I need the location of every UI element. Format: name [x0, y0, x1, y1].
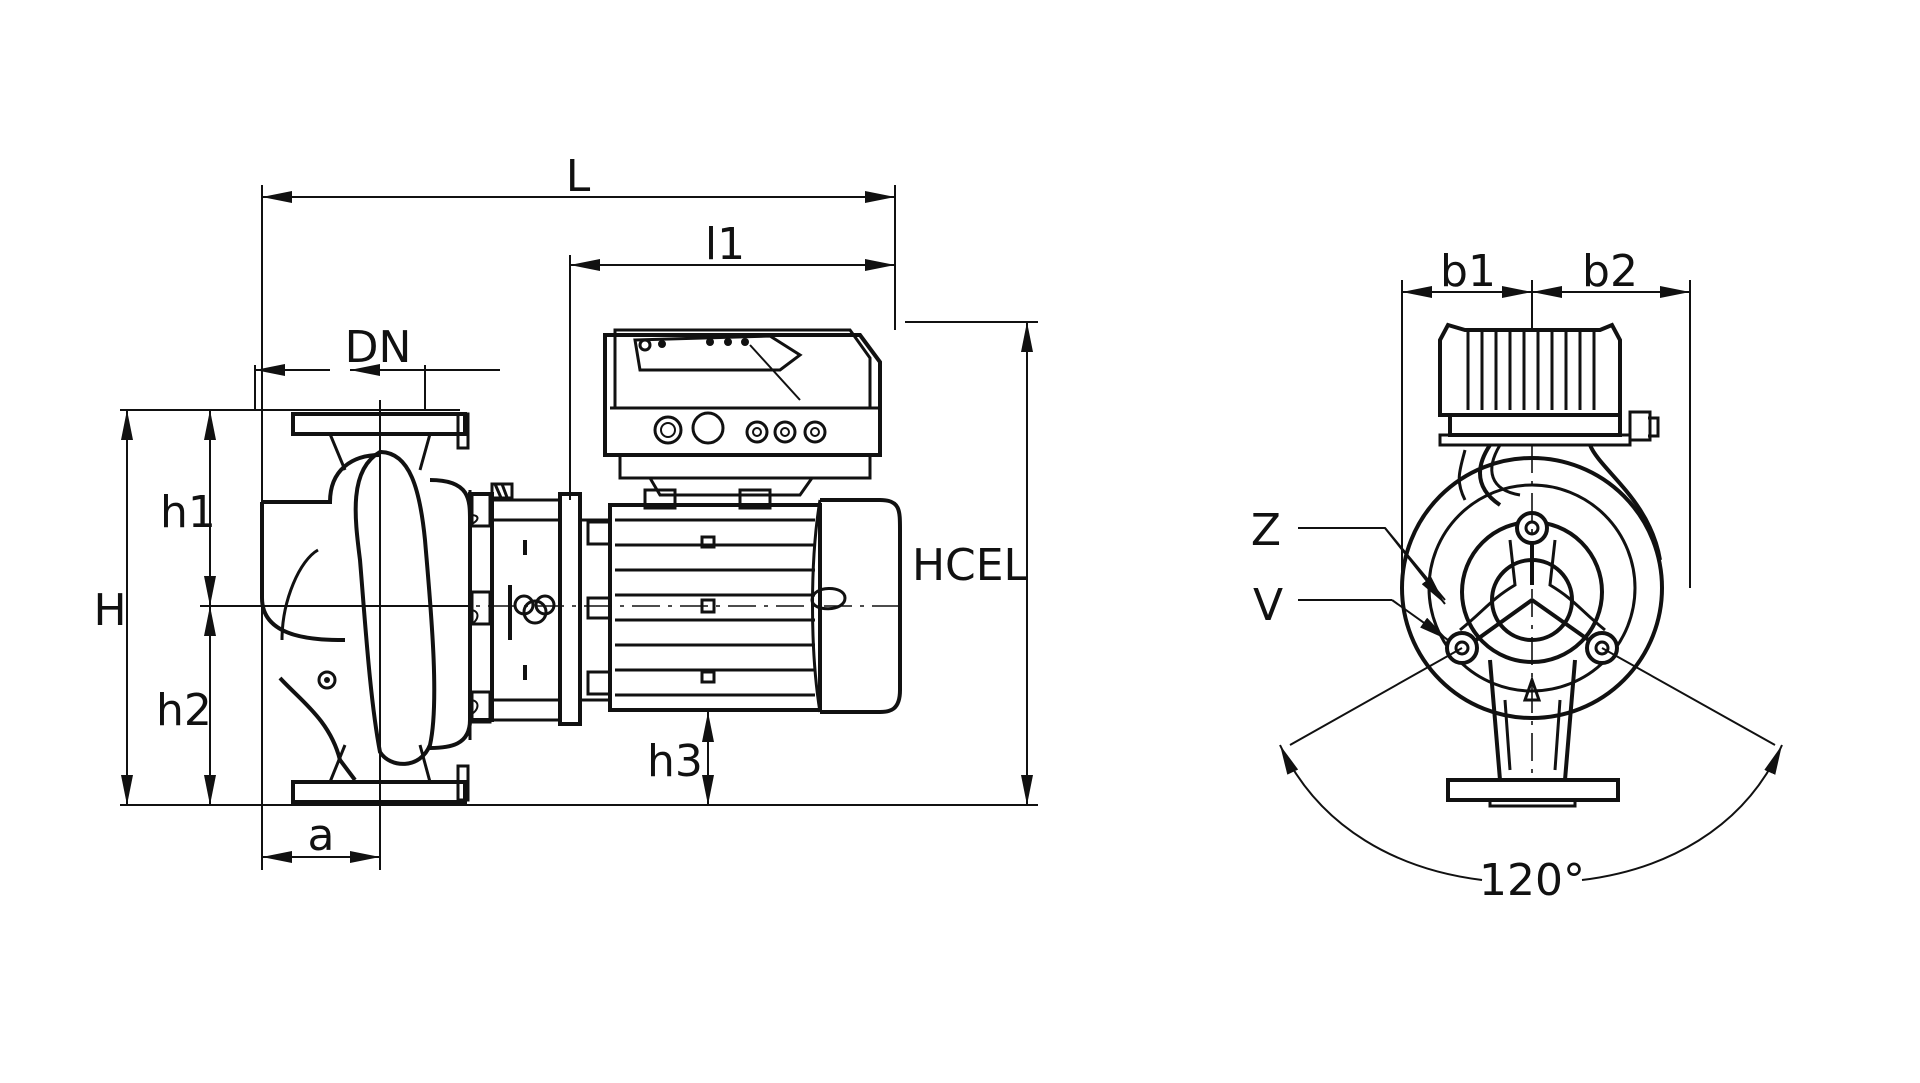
dim-label-H: H	[93, 585, 126, 636]
dim-label-DN: DN	[345, 322, 412, 373]
dim-label-angle: 120°	[1479, 855, 1585, 906]
adapter	[468, 482, 562, 724]
dim-label-b1: b1	[1440, 246, 1496, 297]
motor-body	[608, 488, 902, 714]
dim-label-h1: h1	[160, 487, 216, 538]
front-view	[1400, 322, 1664, 808]
cable-gland-icons	[745, 420, 827, 444]
dim-label-h3: h3	[647, 736, 703, 787]
dim-label-HCEL: HCEL	[912, 540, 1029, 591]
side-dimensions: L l1 DN HCEL H h1 h2 h3 a	[93, 151, 1038, 870]
front-dimensions: b1 b2 Z V 120°	[1251, 246, 1783, 906]
pump-casing	[260, 449, 479, 782]
dim-label-h2: h2	[156, 685, 212, 736]
front-base	[1446, 659, 1620, 808]
dim-label-L: L	[566, 151, 591, 202]
brand-logo-icon	[508, 585, 556, 640]
fan-cover	[1438, 322, 1660, 447]
motor-flange	[558, 492, 612, 726]
callout-label-V: V	[1253, 580, 1283, 631]
callout-label-Z: Z	[1251, 505, 1281, 556]
support-arms	[1445, 445, 1619, 780]
terminal-box	[603, 328, 882, 497]
dim-label-l1: l1	[705, 219, 745, 270]
side-view	[200, 328, 905, 805]
dim-label-a: a	[308, 810, 335, 861]
dim-label-b2: b2	[1582, 246, 1638, 297]
